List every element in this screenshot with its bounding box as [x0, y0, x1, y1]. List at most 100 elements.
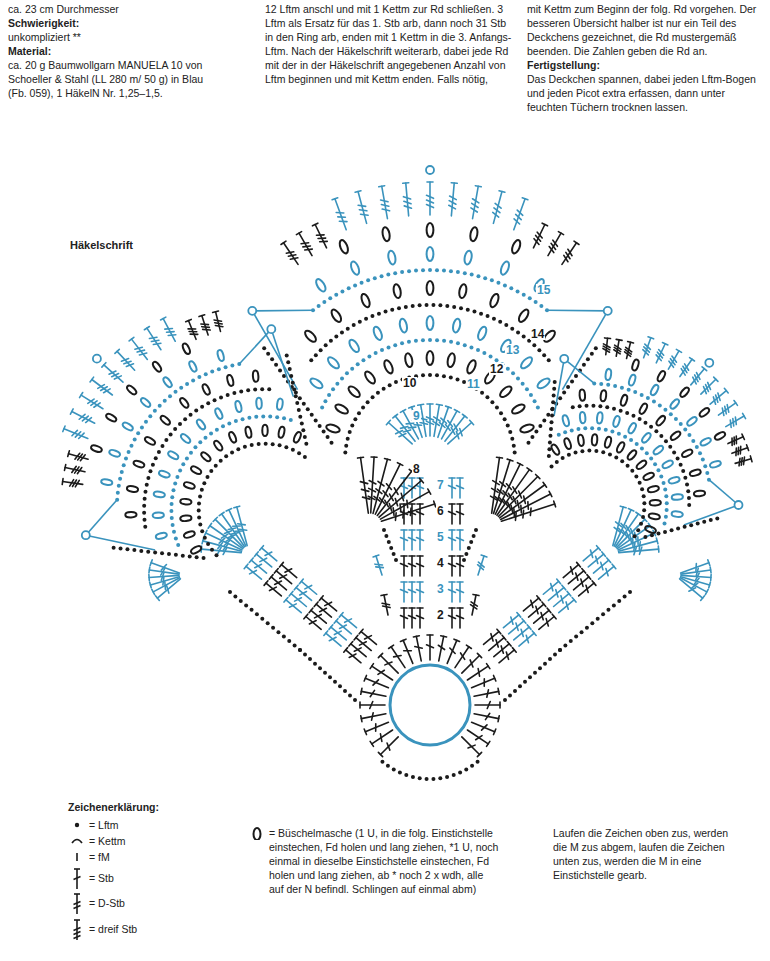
chain-stitch [498, 320, 502, 324]
treble-stitch [447, 639, 459, 663]
treble-stitch [360, 702, 385, 709]
cluster-stitch [671, 511, 683, 518]
treble-stitch [732, 445, 749, 456]
legend-item: = Kettm [70, 834, 125, 848]
chain-stitch [200, 488, 204, 492]
round-number: 13 [505, 344, 520, 356]
chain-stitch [672, 450, 676, 454]
chain-stitch [244, 603, 248, 607]
cluster-stitch [190, 465, 202, 475]
chain-stitch [195, 555, 199, 559]
chain-stitch [173, 482, 177, 486]
chain-stitch [483, 276, 487, 280]
chain-stitch [389, 546, 393, 550]
chain-stitch [687, 496, 691, 500]
treble-stitch [474, 713, 499, 721]
chain-stitch [526, 441, 530, 445]
chain-stitch [576, 427, 580, 431]
chain-stitch [203, 536, 207, 540]
chain-stitch [217, 367, 221, 371]
legend-item: = dreif Stb [70, 917, 137, 941]
treble-stitch [417, 530, 424, 550]
chain-stitch [449, 340, 453, 344]
chain-stitch [302, 402, 306, 406]
chain-stitch [297, 451, 301, 455]
chain-stitch [239, 599, 243, 603]
chain-stitch [528, 675, 532, 679]
chain-stitch [562, 391, 566, 395]
cluster-stitch [144, 436, 156, 446]
cluster-stitch [200, 451, 212, 463]
chain-stitch [278, 368, 282, 372]
chain-stitch [390, 308, 394, 312]
cluster-stitch [201, 383, 211, 395]
cluster-stitch [714, 431, 726, 441]
chain-stitch [288, 367, 292, 371]
cluster-stitch [681, 448, 693, 458]
chain-stitch [357, 411, 361, 415]
chain-stitch [271, 442, 275, 446]
cluster-stitch [162, 376, 173, 388]
chain-stitch [189, 413, 193, 417]
treble-stitch [403, 183, 412, 216]
chain-stitch [681, 469, 685, 473]
cluster-stitch [427, 351, 434, 365]
chain-stitch [539, 304, 543, 308]
chain-stitch [361, 358, 365, 362]
treble-stitch [102, 363, 123, 382]
chain-stitch [620, 386, 624, 390]
chain-stitch [543, 662, 547, 666]
treble-stitch [409, 608, 416, 628]
chain-stitch [226, 393, 230, 397]
treble-stitch [449, 183, 457, 216]
chain-stitch [301, 428, 305, 432]
treble-stitch [449, 504, 456, 524]
cluster-stitch [309, 377, 324, 390]
chain-stitch [551, 407, 555, 411]
round-number: 3 [436, 583, 445, 595]
chain-line [86, 535, 155, 550]
chain-stitch [384, 310, 388, 314]
chain-stitch [570, 428, 574, 432]
chain-stitch [563, 430, 567, 434]
section-heading: Material: [8, 44, 213, 58]
chain-stitch [160, 551, 164, 555]
chain-stitch [340, 376, 344, 380]
chain-stitch [169, 432, 173, 436]
chain-stitch [701, 458, 705, 462]
chain-stitch [612, 603, 616, 607]
picot [705, 359, 713, 367]
chain-stitch [643, 421, 647, 425]
treble-stitch [413, 636, 422, 661]
chain-stitch [394, 380, 398, 384]
chain-stitch [173, 427, 177, 431]
chain-stitch [151, 463, 155, 467]
treble-stitch [401, 582, 408, 602]
instruction-text: 12 Lftm anschl und mit 1 Kettm zur Rd sc… [265, 2, 513, 86]
chain-stitch [570, 380, 574, 384]
legend-text: = D-Stb [89, 896, 125, 910]
cluster-stitch [668, 476, 680, 484]
chain-stitch [516, 289, 520, 293]
chain-stitch [486, 314, 490, 318]
treble-stitch [281, 241, 298, 264]
chain-stitch [264, 442, 268, 446]
chain-stitch [594, 346, 598, 350]
chain-stitch [503, 417, 507, 421]
chain-stitch [538, 666, 542, 670]
chain-stitch [386, 273, 390, 277]
cluster-stitch [579, 389, 585, 401]
legend-symbol [70, 917, 84, 941]
treble-stitch [389, 645, 405, 667]
chain-stitch [120, 470, 124, 474]
treble-stitch [344, 648, 361, 663]
chain-stitch [169, 509, 173, 513]
chain-stitch [340, 289, 344, 293]
chain-stitch [206, 542, 210, 546]
chain-stitch [617, 432, 621, 436]
chain-symbol [75, 823, 79, 827]
treble-stitch [681, 567, 711, 576]
chain-stitch [523, 680, 527, 684]
chain-stitch [345, 371, 349, 375]
chain-stitch [663, 522, 667, 526]
